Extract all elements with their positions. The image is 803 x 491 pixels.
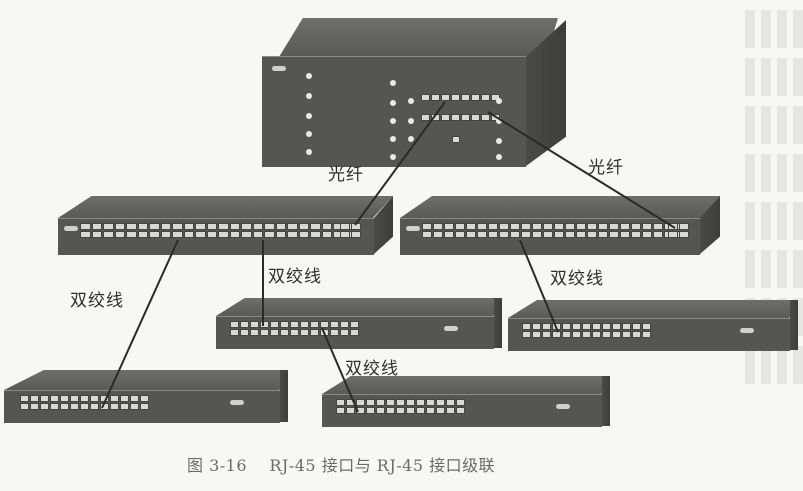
twisted-pair-label-right: 双绞线	[550, 269, 604, 289]
rj45-port-row-2	[421, 114, 500, 121]
twisted-pair-label-bottom: 双绞线	[345, 359, 399, 379]
twisted-pair-label-left: 双绞线	[70, 291, 124, 311]
page-bleed-through	[745, 0, 803, 420]
fiber-label-left: 光纤	[328, 165, 364, 185]
aggregation-switch-left	[58, 196, 393, 256]
fiber-label-right: 光纤	[588, 158, 624, 178]
figure-caption: 图 3-16 RJ-45 接口与 RJ-45 接口级联	[187, 456, 496, 475]
twisted-pair-label-mid: 双绞线	[268, 267, 322, 287]
access-switch-3	[508, 300, 798, 352]
rj45-port-row-1	[421, 94, 500, 101]
access-switch-4	[322, 376, 610, 428]
access-switch-2	[216, 298, 502, 350]
brand-logo	[272, 66, 286, 71]
aggregation-switch-right	[400, 196, 720, 256]
access-switch-1	[4, 370, 288, 424]
core-chassis-switch	[258, 18, 570, 168]
